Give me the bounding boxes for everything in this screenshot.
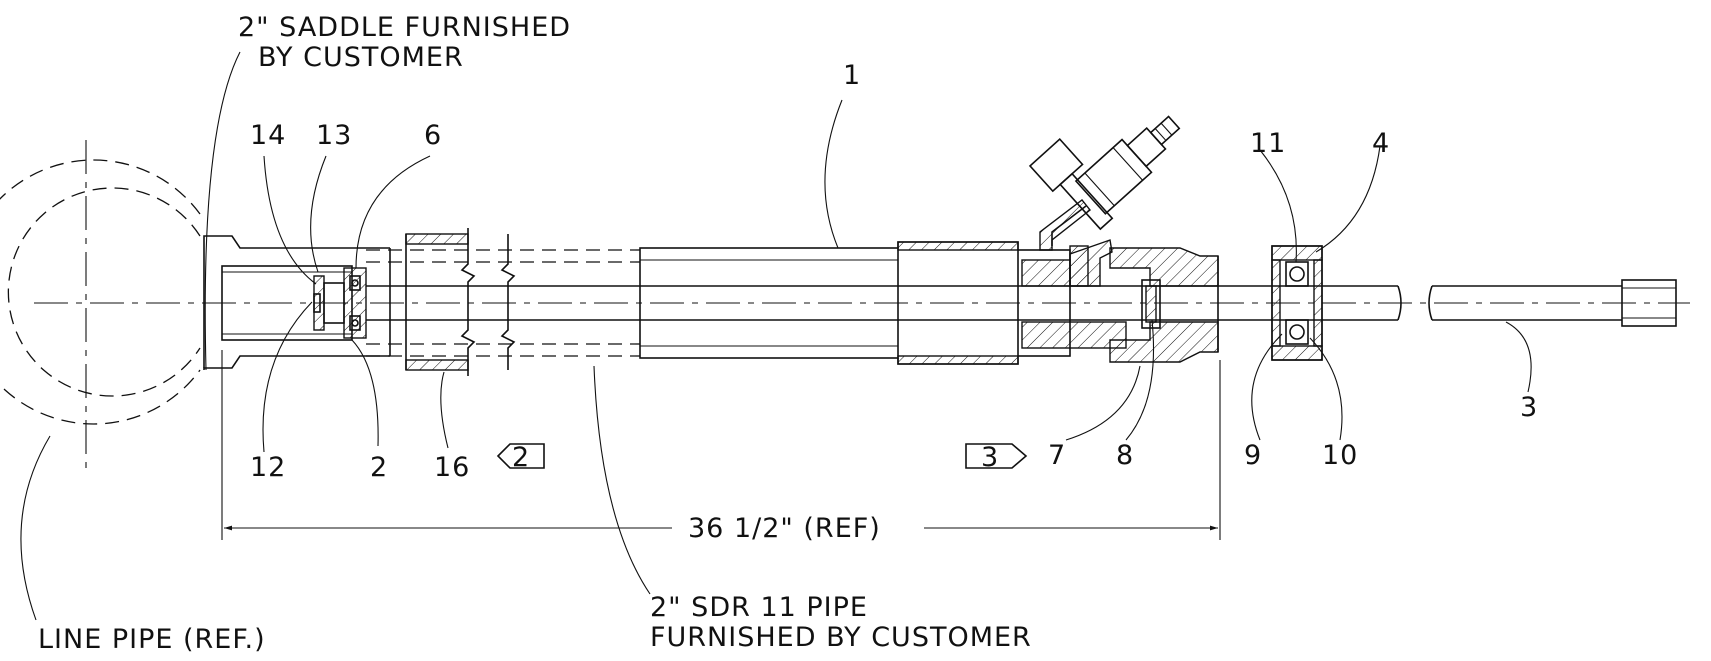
leader-lines <box>20 51 1532 621</box>
balloon-13: 13 <box>316 120 352 151</box>
balloon-1: 1 <box>843 60 861 91</box>
bearing-housing <box>1271 245 1323 361</box>
line-pipe-section <box>0 140 201 468</box>
pipe-note-line2: FURNISHED BY CUSTOMER <box>650 622 1032 653</box>
overall-dimension: 36 1/2" (REF) <box>221 350 1221 544</box>
balloon-2: 2 <box>370 452 388 483</box>
dimension-text: 36 1/2" (REF) <box>688 513 881 544</box>
balloon-4: 4 <box>1372 128 1390 159</box>
balloon-9: 9 <box>1244 440 1262 471</box>
sdr-pipe <box>366 248 640 357</box>
balloon-10: 10 <box>1322 440 1358 471</box>
pipe-note-line1: 2" SDR 11 PIPE <box>650 592 868 623</box>
balloon-12: 12 <box>250 452 286 483</box>
stiffener-assembly <box>221 265 367 341</box>
saddle-note-line1: 2" SADDLE FURNISHED <box>238 12 571 43</box>
flag-note-3: 3 <box>965 442 1028 473</box>
balloon-7: 7 <box>1048 440 1066 471</box>
balloon-11: 11 <box>1250 128 1286 159</box>
balloon-6: 6 <box>424 120 442 151</box>
balloon-8: 8 <box>1116 440 1134 471</box>
flag-note-2: 2 <box>496 442 545 473</box>
sleeve-item-16 <box>405 228 516 376</box>
balloon-14: 14 <box>250 120 286 151</box>
flag-note-3-text: 3 <box>981 442 999 473</box>
saddle-outline <box>203 235 390 370</box>
shaft <box>366 279 1677 327</box>
line-pipe-note: LINE PIPE (REF.) <box>38 624 266 655</box>
angled-fitting <box>1028 115 1181 251</box>
balloon-16: 16 <box>434 452 470 483</box>
flag-note-2-text: 2 <box>512 442 530 473</box>
saddle-note-line2: BY CUSTOMER <box>258 42 464 73</box>
balloon-3: 3 <box>1520 392 1538 423</box>
body-item-1 <box>639 239 1219 365</box>
